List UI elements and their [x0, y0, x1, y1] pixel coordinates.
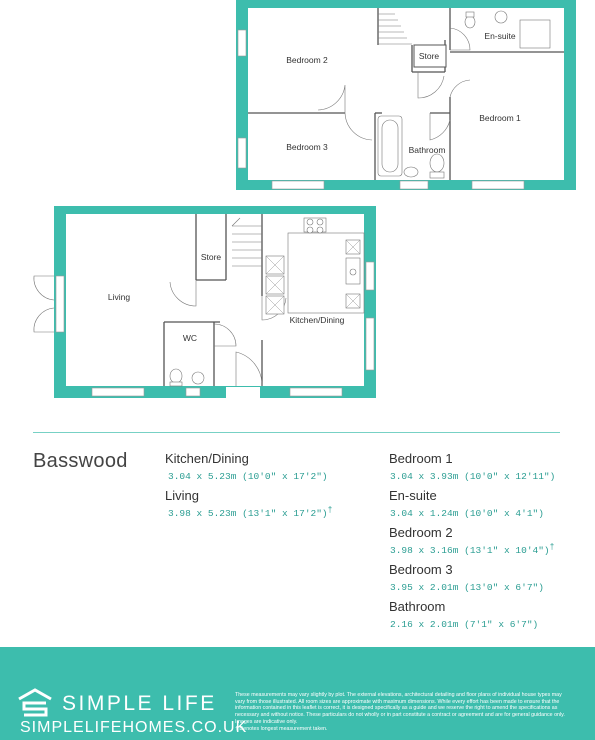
ground-floor-internal-walls	[163, 214, 263, 386]
spec-living-dims: 3.98 x 5.23m (13'1" x 17'2")†	[168, 506, 333, 520]
first-floor-doors	[317, 27, 471, 141]
first-floor-store-box	[413, 44, 447, 68]
first-floor-windows	[237, 29, 525, 190]
disclaimer-text: These measurements may vary slightly by …	[235, 692, 567, 732]
room-label-ensuite: En-suite	[484, 31, 515, 41]
room-label-kitchen: Kitchen/Dining	[290, 315, 345, 325]
spec-bedroom2-name: Bedroom 2	[389, 525, 453, 540]
spec-bedroom3-name: Bedroom 3	[389, 562, 453, 577]
spec-living-name: Living	[165, 488, 199, 503]
ground-floor-walls	[54, 206, 376, 398]
website-link[interactable]: SIMPLELIFEHOMES.CO.UK	[20, 719, 248, 736]
house-title: Basswood	[33, 450, 128, 472]
kitchen-appliance-crosses	[265, 239, 361, 315]
room-label-bedroom2: Bedroom 2	[286, 55, 328, 65]
brand-name: SIMPLE LIFE	[62, 692, 217, 715]
spec-bathroom-name: Bathroom	[389, 599, 446, 614]
room-label-bathroom: Bathroom	[409, 145, 446, 155]
room-label-wc: WC	[183, 333, 197, 343]
floor-plans: Bedroom 2 Store En-suite Bedroom 1 Bedro…	[33, 0, 576, 398]
first-floor-internal-walls	[248, 8, 564, 180]
french-doors	[33, 275, 55, 333]
section-divider	[33, 432, 560, 433]
spec-ensuite-name: En-suite	[389, 488, 437, 503]
simple-life-logo-icon	[18, 688, 52, 717]
room-label-bedroom3: Bedroom 3	[286, 142, 328, 152]
spec-bathroom-dims: 2.16 x 2.01m (7'1" x 6'7")	[390, 619, 539, 631]
spec-bedroom2-dims: 3.98 x 3.16m (13'1" x 10'4")†	[390, 543, 555, 557]
room-label-bedroom1: Bedroom 1	[479, 113, 521, 123]
room-label-ground-store: Store	[201, 252, 222, 262]
spec-bedroom1-dims: 3.04 x 3.93m (10'0" x 12'11")	[390, 471, 556, 483]
spec-bedroom1-name: Bedroom 1	[389, 451, 453, 466]
spec-kitchen-dims: 3.04 x 5.23m (10'0" x 17'2")	[168, 471, 328, 483]
disclaimer-body: These measurements may vary slightly by …	[235, 692, 565, 725]
room-label-living: Living	[108, 292, 130, 302]
ground-floor-windows	[55, 261, 375, 398]
spec-kitchen-name: Kitchen/Dining	[165, 451, 249, 466]
spec-ensuite-dims: 3.04 x 1.24m (10'0" x 4'1")	[390, 508, 544, 520]
disclaimer-footnote: † Denotes longest measurement taken.	[235, 725, 328, 732]
wc-fixtures	[169, 368, 205, 387]
spec-bedroom3-dims: 3.95 x 2.01m (13'0" x 6'7")	[390, 582, 544, 594]
ground-floor-stairs	[231, 217, 262, 267]
ground-floor-plan: Living Store Kitchen/Dining WC	[33, 206, 376, 398]
room-label-first-store: Store	[419, 51, 440, 61]
first-floor-fixtures	[377, 10, 551, 179]
footer-band	[0, 647, 595, 740]
first-floor-stairs	[378, 13, 412, 45]
first-floor-plan: Bedroom 2 Store En-suite Bedroom 1 Bedro…	[236, 0, 576, 190]
ground-floor-doors	[169, 280, 287, 387]
